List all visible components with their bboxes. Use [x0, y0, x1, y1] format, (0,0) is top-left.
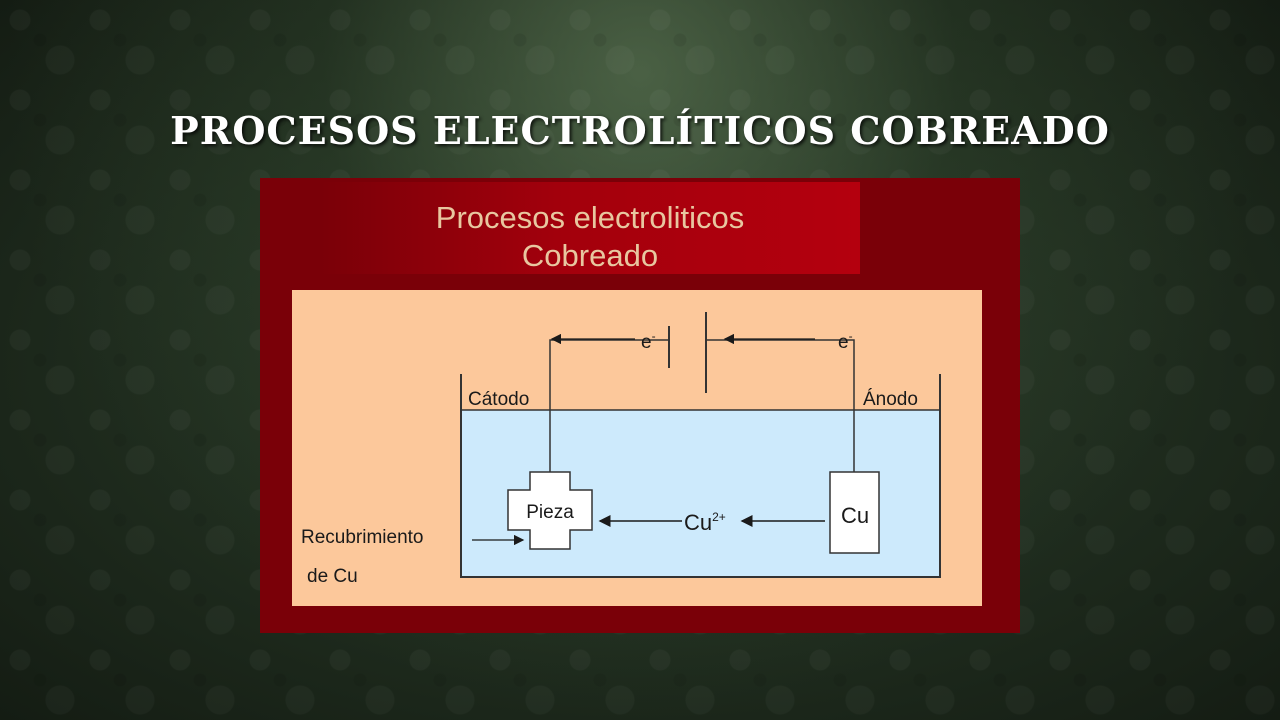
coating-label-line2: de Cu [307, 566, 358, 587]
cathode-piece [507, 471, 593, 550]
electrolysis-diagram: e- e- Cátodo Ánodo Pieza Cu Cu2+ Recubri… [292, 290, 982, 606]
coating-label-line1: Recubrimiento [301, 527, 424, 548]
anode-label: Ánodo [863, 389, 918, 410]
copper-anode [829, 471, 880, 554]
ion-label: Cu2+ [684, 510, 726, 535]
electrolysis-figure: Procesos electroliticos Cobreado e- e- C… [260, 178, 1020, 633]
tank-outline [460, 374, 941, 578]
anode-metal-label: Cu [841, 503, 869, 528]
electron-label-left: e- [641, 329, 656, 353]
slide-title: PROCESOS ELECTROLÍTICOS COBREADO [170, 108, 1110, 153]
piece-label: Pieza [526, 502, 574, 523]
cathode-label: Cátodo [468, 389, 529, 410]
anode-wire [706, 339, 855, 472]
figure-title-line2: Cobreado [521, 238, 659, 273]
figure-title-line1: Procesos electroliticos [435, 200, 745, 235]
cathode-wire [549, 339, 669, 472]
electron-label-right: e- [838, 329, 853, 353]
figure-header [320, 182, 860, 274]
